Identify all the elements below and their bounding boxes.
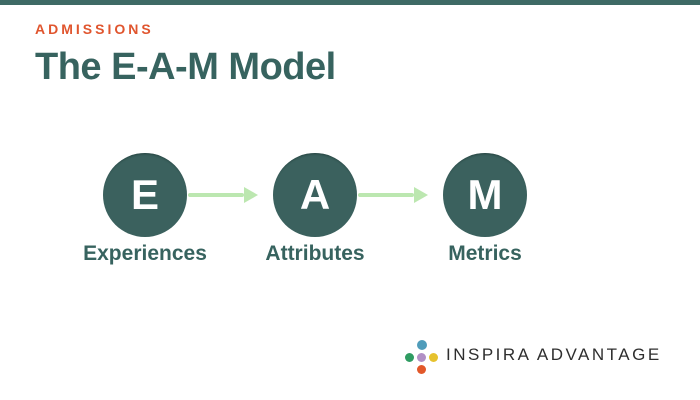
node-label-experiences: Experiences (83, 242, 207, 265)
circle-m: M (443, 153, 527, 237)
node-experiences: E Experiences (75, 153, 215, 266)
circle-m-letter: M (467, 171, 503, 218)
page-title: The E-A-M Model (35, 46, 336, 88)
logo-dot-yellow (429, 352, 438, 362)
circle-a: A (273, 153, 357, 237)
arrow-a-to-m-icon (358, 187, 428, 203)
arrow-e-to-a-icon (188, 187, 258, 203)
top-accent-bar (0, 0, 700, 5)
eyebrow-label: ADMISSIONS (35, 21, 154, 37)
circle-e: E (103, 153, 187, 237)
circle-e-letter: E (130, 171, 159, 218)
logo-dots-icon (404, 337, 442, 374)
node-attributes: A Attributes (245, 153, 385, 266)
node-metrics: M Metrics (415, 153, 555, 266)
arrow-line (188, 193, 244, 197)
logo-dot-blue (416, 339, 427, 350)
logo-dot-purple (417, 352, 426, 362)
circle-a-letter: A (299, 171, 331, 218)
node-label-attributes: Attributes (265, 242, 365, 265)
arrow-line (358, 193, 414, 197)
logo-dot-green (405, 352, 414, 362)
slide-header: ADMISSIONS The E-A-M Model (35, 21, 336, 89)
node-label-metrics: Metrics (448, 242, 522, 265)
inspira-advantage-logo: INSPIRA ADVANTAGE (404, 337, 662, 374)
logo-dot-orange (417, 365, 426, 374)
brand-name: INSPIRA ADVANTAGE (446, 345, 662, 364)
